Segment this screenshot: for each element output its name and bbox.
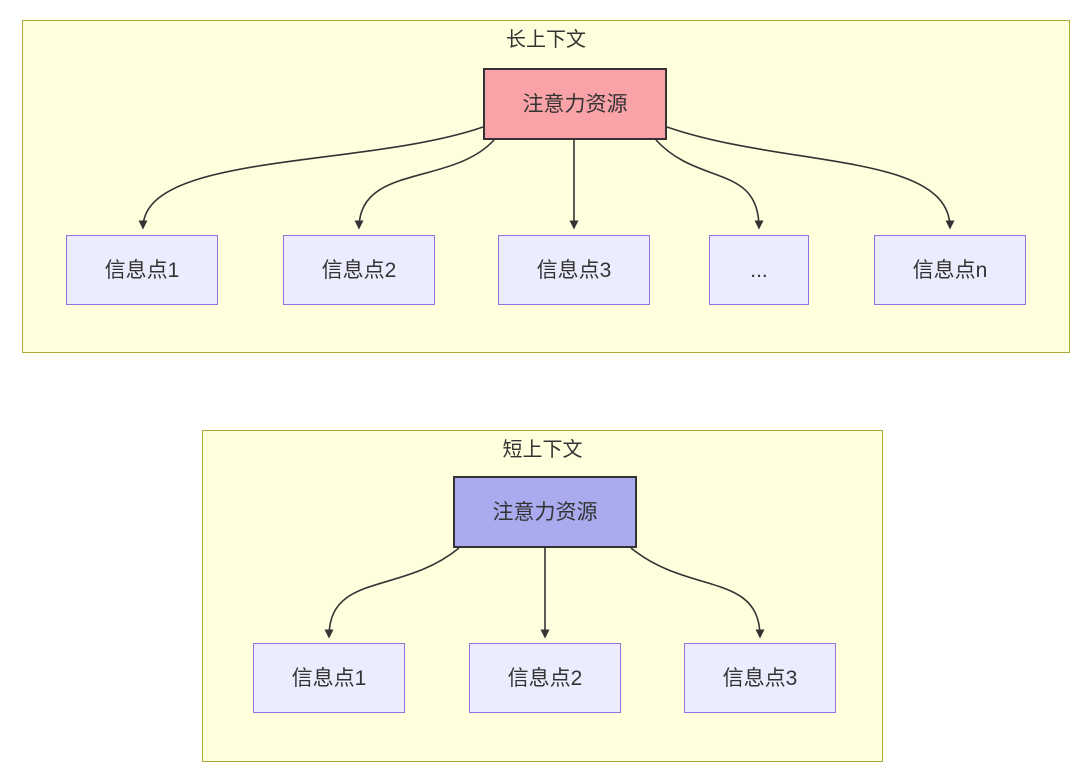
node-info-point-3-short: 信息点3 <box>684 643 836 713</box>
node-label: 信息点2 <box>507 666 583 690</box>
node-info-point-1-short: 信息点1 <box>253 643 405 713</box>
node-label: 信息点3 <box>722 666 798 690</box>
node-attention-resource-long: 注意力资源 <box>483 68 667 140</box>
node-label: 信息点n <box>912 258 988 282</box>
node-label: 信息点3 <box>536 258 612 282</box>
node-label: ... <box>750 258 768 282</box>
node-info-point-2-short: 信息点2 <box>469 643 621 713</box>
node-info-point-n-long: 信息点n <box>874 235 1026 305</box>
node-label: 信息点2 <box>321 258 397 282</box>
node-info-point-2-long: 信息点2 <box>283 235 435 305</box>
node-label: 信息点1 <box>104 258 180 282</box>
node-info-point-3-long: 信息点3 <box>498 235 650 305</box>
long-context-title: 长上下文 <box>506 29 586 51</box>
short-context-title: 短上下文 <box>502 439 583 461</box>
node-label: 信息点1 <box>291 666 367 690</box>
node-info-point-ellipsis-long: ... <box>709 235 809 305</box>
node-attention-resource-short: 注意力资源 <box>453 476 637 548</box>
node-label: 注意力资源 <box>492 500 598 524</box>
node-info-point-1-long: 信息点1 <box>66 235 218 305</box>
node-label: 注意力资源 <box>522 92 628 116</box>
